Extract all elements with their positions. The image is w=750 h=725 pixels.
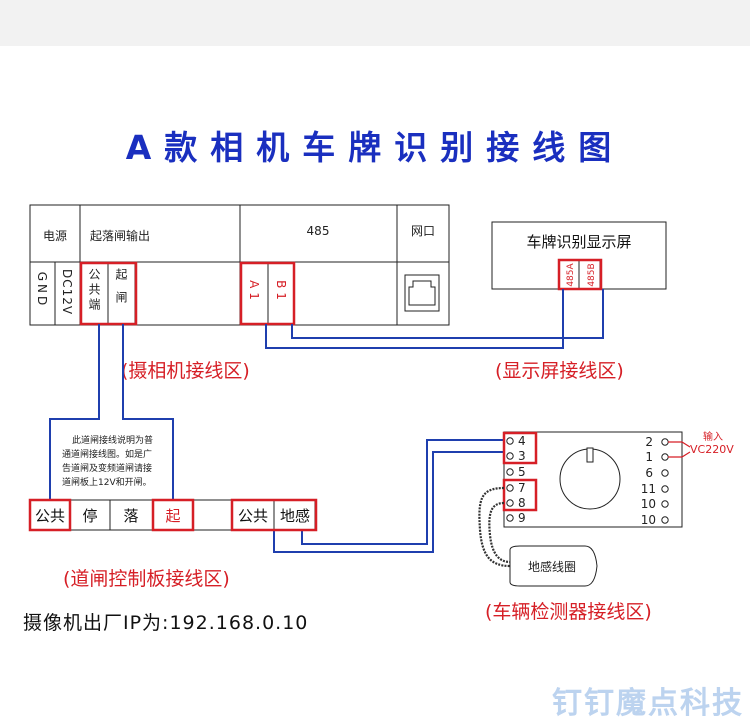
camera-ip-note: 摄像机出厂IP为:192.168.0.10 — [23, 612, 308, 634]
pin-icon — [506, 452, 514, 460]
pin-label: 2 — [645, 435, 653, 449]
power-voltage-label: VC220V — [690, 443, 734, 456]
power-label: 电源 — [43, 229, 67, 243]
b1-label: B1 — [274, 280, 288, 304]
rs485-header-cell — [239, 204, 398, 263]
brand-watermark: 钉钉魔点科技 — [552, 686, 744, 721]
gate-cell-stop: 停 — [82, 507, 97, 525]
loop-coil-label: 地感线圈 — [528, 559, 576, 574]
pin-label: 5 — [518, 465, 526, 479]
ethernet-jack-shape — [408, 280, 436, 306]
wire-a1-485a — [265, 289, 564, 349]
pin-label: 8 — [518, 496, 526, 510]
gate-cell-loop-common: 公共 — [238, 507, 268, 525]
display-485a-label: 485A — [566, 262, 576, 286]
detector-dial-notch — [586, 447, 594, 463]
gate-terminals-highlight — [79, 261, 138, 326]
power-header-cell — [29, 204, 81, 263]
camera-blank-cell — [134, 261, 241, 326]
wire-common — [49, 324, 100, 500]
wire-loop-4 — [301, 439, 504, 545]
pin-icon — [661, 500, 669, 508]
pin-label: 6 — [645, 466, 653, 480]
net-label: 网口 — [411, 224, 435, 238]
dc12v-label: DC12V — [60, 269, 74, 315]
camera-terminal-block: 电源 起落闸输出 485 网口 GND DC12V 公共端 起闸 A1 B1 — [29, 204, 450, 326]
loop-coil-lead — [488, 501, 511, 564]
wire-b1-485b — [291, 289, 604, 339]
detector-right-pins: 2 1 6 11 10 10 — [641, 435, 669, 527]
display-terminals-highlight — [557, 258, 603, 291]
pin-icon — [506, 468, 514, 476]
top-band — [0, 0, 750, 46]
gate-zone-label: (道闸控制板接线区) — [63, 568, 230, 590]
detector-left-pins: 4 3 5 7 8 9 — [502, 431, 538, 525]
gate-common-highlight — [28, 498, 72, 532]
gate-note: 此道闸接线说明为普 通道闸接线图。如是广 告道闸及变频道闸请接 道闸板上12V和… — [62, 434, 153, 488]
pins-7-8-highlight — [502, 478, 538, 512]
pin-label: 1 — [645, 450, 653, 464]
gate-cell-common: 公共 — [35, 507, 65, 525]
display-title: 车牌识别显示屏 — [526, 233, 631, 251]
display-zone-label: (显示屏接线区) — [495, 360, 624, 382]
gnd-label: GND — [35, 272, 49, 309]
gate-note-line-4: 道闸板上12V和开闸。 — [62, 476, 152, 488]
gate-cell-loop: 地感 — [280, 507, 310, 525]
pin-icon — [506, 437, 514, 445]
gate-note-line-2: 通道闸接线图。如是广 — [62, 448, 152, 460]
pin-icon — [506, 499, 514, 507]
gate-cell-lift: 起 — [165, 507, 180, 525]
power-arrow-icon — [668, 441, 691, 448]
gate-note-line-3: 告道闸及变频道闸请接 — [62, 462, 152, 474]
ethernet-port-icon — [404, 274, 440, 312]
gate-board: 公共 停 落 起 公共 地感 — [28, 498, 318, 532]
rs485-blank-cell — [293, 261, 398, 326]
gnd-cell — [29, 261, 56, 326]
display-485b-label: 485B — [587, 263, 597, 286]
power-arrow-icon — [668, 451, 691, 458]
gate-out-header-cell — [79, 204, 241, 263]
camera-zone-label: (摄相机接线区) — [121, 360, 250, 382]
dc12v-cell — [54, 261, 81, 326]
pin-label: 10 — [641, 497, 656, 511]
loop-coil-lead — [478, 486, 511, 568]
pin-icon — [661, 485, 669, 493]
pin-icon — [506, 484, 514, 492]
lift-cell — [107, 261, 136, 326]
pin-label: 4 — [518, 434, 526, 448]
pin-label: 7 — [518, 481, 526, 495]
pin-icon — [506, 514, 514, 522]
diagram-title: A款相机车牌识别接线图 — [126, 128, 625, 167]
pin-label: 11 — [641, 482, 656, 496]
gate-loop-highlight — [230, 498, 318, 532]
pin-icon — [661, 516, 669, 524]
rs485-terminals-highlight — [239, 261, 296, 326]
power-input-label: 输入 — [703, 430, 723, 443]
lift-terminal-label: 起闸 — [114, 268, 128, 314]
display-block: 车牌识别显示屏 485A 485B — [491, 221, 667, 291]
vehicle-detector: 4 3 5 7 8 9 2 1 6 11 10 10 输入 VC220V — [502, 430, 734, 528]
pin-label: 10 — [641, 513, 656, 527]
rs485-label: 485 — [307, 224, 330, 238]
pin-icon — [661, 469, 669, 477]
wire-loop-3 — [273, 451, 504, 553]
loop-coil-shape — [509, 545, 598, 587]
a1-label: A1 — [247, 280, 261, 304]
common-terminal-label: 公共端 — [87, 268, 101, 313]
gate-note-line-1: 此道闸接线说明为普 — [72, 434, 153, 446]
pin-label: 9 — [518, 511, 526, 525]
pins-4-3-highlight — [502, 431, 538, 465]
pin-label: 3 — [518, 449, 526, 463]
wire-lift — [122, 324, 174, 500]
detector-zone-label: (车辆检测器接线区) — [485, 601, 652, 623]
gate-cell-drop: 落 — [123, 507, 138, 525]
gate-lift-highlight — [151, 498, 195, 532]
gate-out-label: 起落闸输出 — [90, 228, 150, 243]
